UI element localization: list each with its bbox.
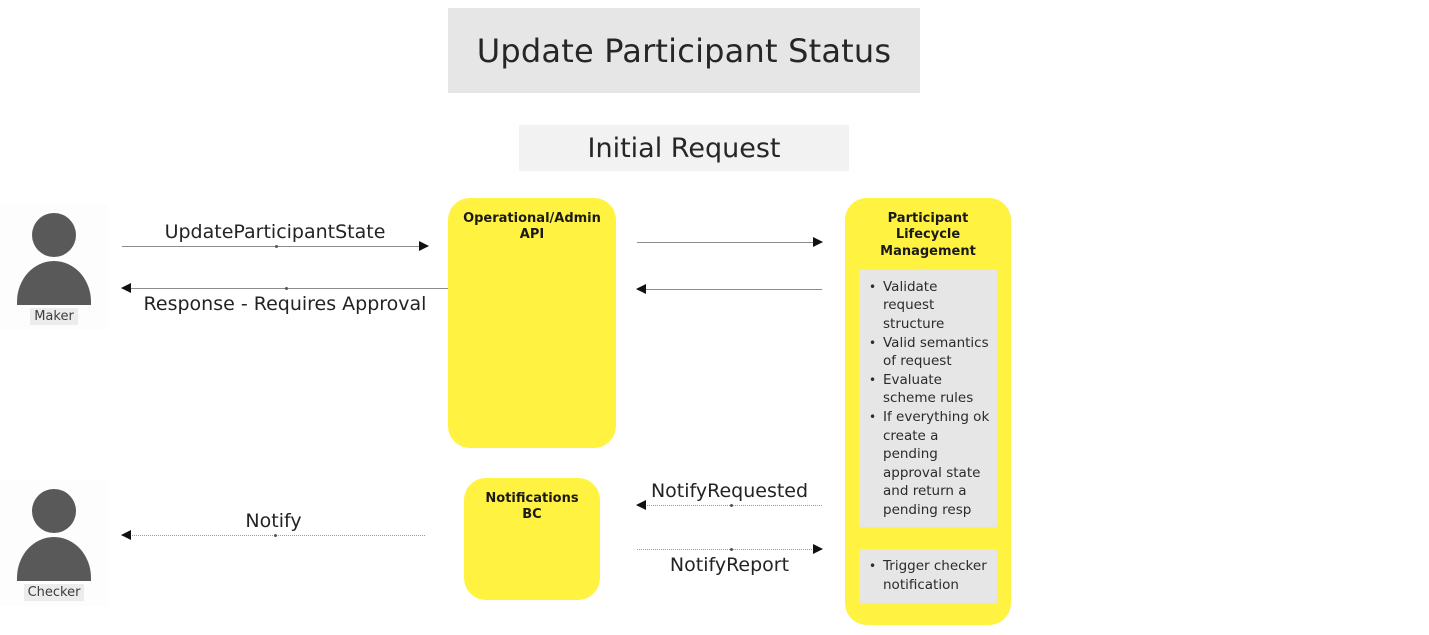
checker-notification-note: Trigger checker notification [859, 549, 997, 603]
person-body [17, 537, 91, 581]
flow-api-to-plm-request [637, 233, 823, 253]
arrowhead-right-icon [419, 241, 429, 251]
flow-label: Notify [245, 510, 302, 532]
person-body [17, 261, 91, 305]
actor-checker: Checker [0, 481, 108, 606]
flow-midpoint [729, 547, 733, 551]
flow-midpoint [729, 503, 733, 507]
flow-midpoint [275, 244, 278, 248]
flow-notify-checker: Notify [121, 510, 425, 546]
note-item: If everything ok create a pending approv… [869, 408, 991, 520]
arrowhead-left-icon [636, 284, 646, 294]
flow-label: NotifyRequested [650, 480, 809, 502]
service-notifications-bc: Notifications BC [464, 478, 600, 600]
arrowhead-right-icon [813, 544, 823, 554]
service-participant-lifecycle-management-label: Participant Lifecycle Management [880, 211, 976, 259]
person-head [32, 489, 76, 533]
flow-midpoint [285, 286, 288, 290]
arrowhead-right-icon [813, 237, 823, 247]
validation-note: Validate request structure Valid semanti… [859, 269, 997, 528]
flow-notify-report: NotifyReport [637, 540, 823, 576]
flow-line [637, 289, 822, 290]
diagram-title: Update Participant Status [448, 8, 920, 93]
note-item: Valid semantics of request [869, 334, 991, 371]
flow-line [637, 242, 822, 243]
flow-label: NotifyReport [669, 554, 790, 576]
note-item: Validate request structure [869, 278, 991, 334]
person-icon [13, 489, 95, 581]
flow-plm-to-api-response [636, 280, 822, 300]
person-head [32, 213, 76, 257]
flow-response-requires-approval: Response - Requires Approval [121, 279, 448, 315]
actor-maker: Maker [0, 205, 108, 330]
actor-maker-label: Maker [30, 308, 78, 325]
person-icon [13, 213, 95, 305]
note-item: Evaluate scheme rules [869, 371, 991, 408]
arrowhead-left-icon [636, 500, 646, 510]
flow-midpoint [273, 533, 277, 537]
service-operational-admin-api: Operational/Admin API [448, 198, 616, 448]
flow-label: UpdateParticipantState [164, 221, 386, 243]
actor-checker-label: Checker [23, 584, 85, 601]
flow-notify-requested: NotifyRequested [636, 480, 822, 516]
service-operational-admin-api-label: Operational/Admin API [463, 211, 601, 243]
note-item: Trigger checker notification [869, 557, 991, 594]
arrowhead-left-icon [121, 530, 131, 540]
phase-title: Initial Request [519, 125, 849, 171]
service-notifications-bc-label: Notifications BC [485, 491, 579, 523]
service-participant-lifecycle-management: Participant Lifecycle Management Validat… [845, 198, 1011, 625]
flow-label: Response - Requires Approval [143, 293, 427, 315]
flow-update-participant-state: UpdateParticipantState [122, 221, 429, 257]
arrowhead-left-icon [121, 283, 131, 293]
